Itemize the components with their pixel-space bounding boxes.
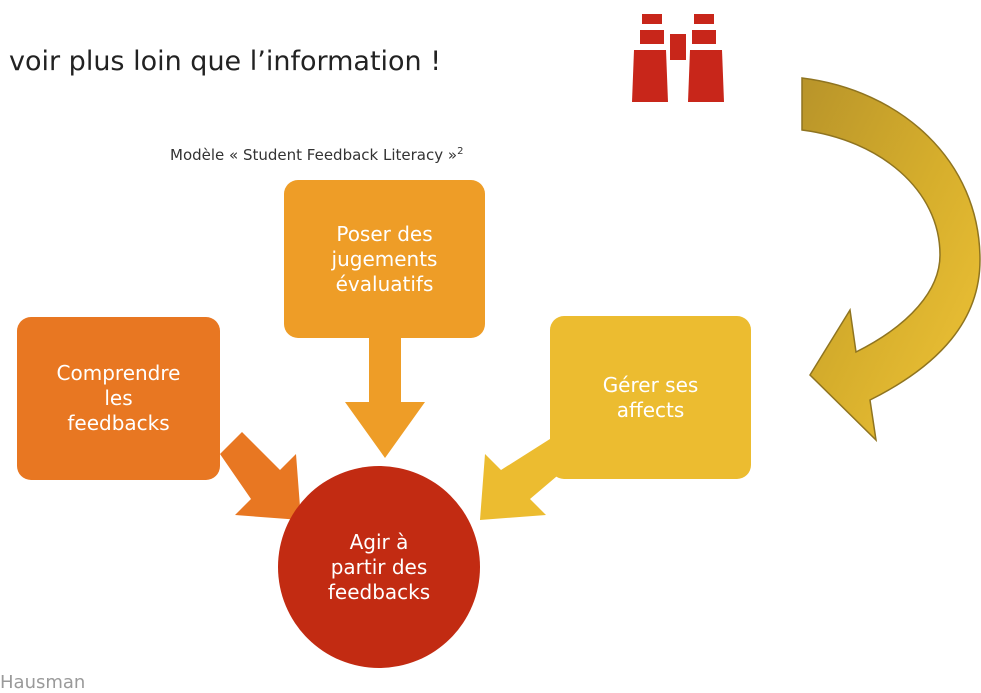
subtitle-footnote: 2 [457,146,464,157]
box-gerer-affects: Gérer ses affects [550,316,751,479]
subtitle-text: Modèle « Student Feedback Literacy » [170,146,458,164]
box-left-line-2: les [104,386,133,410]
box-left-line-3: feedbacks [67,411,170,435]
footer-author: Hausman [0,672,86,693]
box-comprendre-feedbacks: Comprendre les feedbacks [17,317,220,480]
box-poser-jugements: Poser des jugements évaluatifs [284,180,485,338]
box-center-line-2: jugements [331,246,438,271]
box-center-line-1: Poser des [336,221,433,246]
box-center-line-3: évaluatifs [335,271,434,296]
circle-line-3: feedbacks [327,579,431,604]
curved-arrow [801,77,981,443]
box-right-line-2: affects [616,397,685,422]
circle-agir-feedbacks: Agir à partir des feedbacks [278,466,480,668]
circle-line-1: Agir à [349,529,409,554]
circle-line-2: partir des [330,554,428,579]
page-title: voir plus loin que l’information ! [9,46,442,77]
arrow-left-diagonal [220,432,301,520]
box-right-line-1: Gérer ses [602,372,699,397]
box-left-line-1: Comprendre [56,361,181,385]
diagram-subtitle: Modèle « Student Feedback Literacy »2 [170,146,630,164]
binoculars-icon [632,14,724,102]
arrow-center-down [345,338,425,458]
